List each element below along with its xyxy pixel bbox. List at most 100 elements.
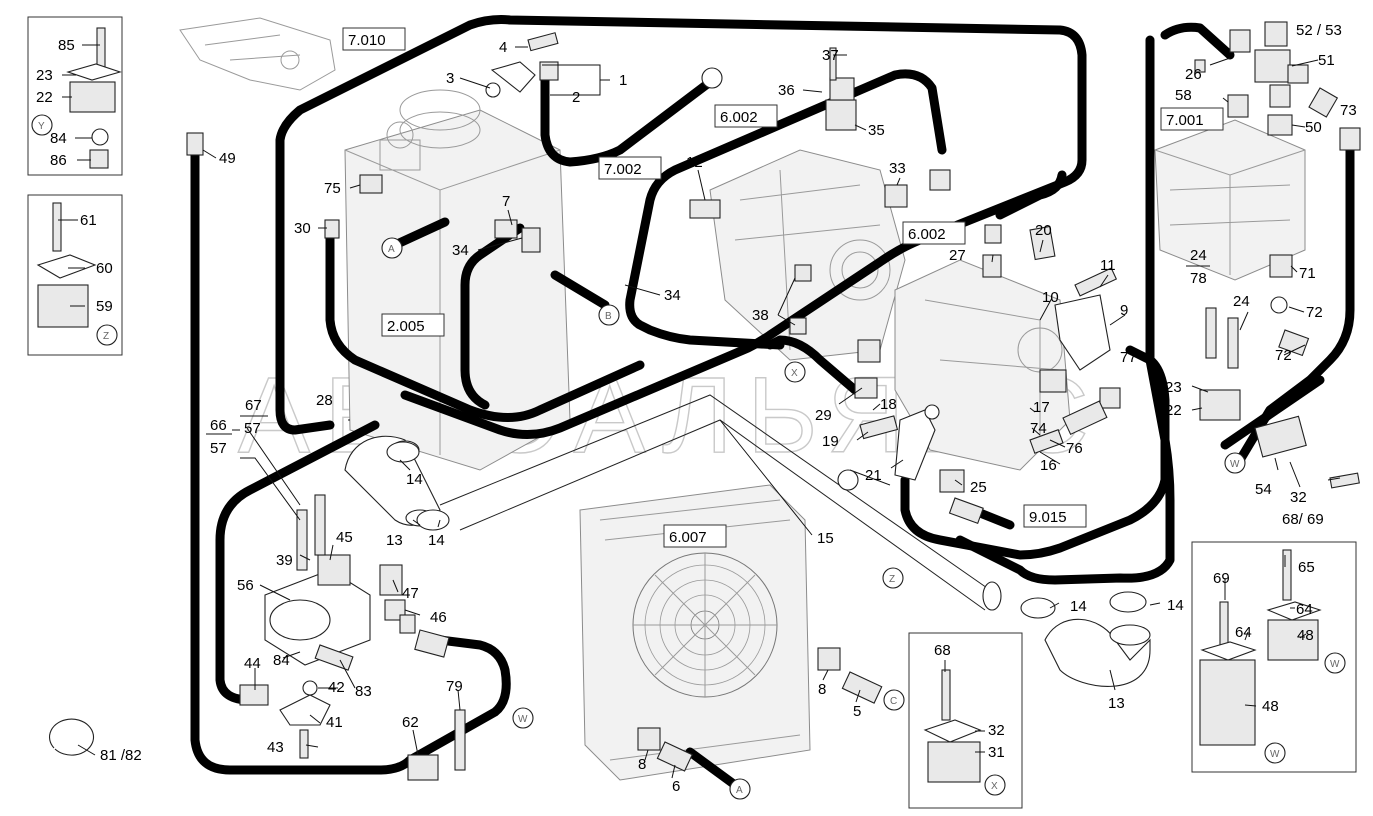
callout: 22 (36, 89, 53, 106)
callout: 62 (402, 714, 419, 731)
callout: 3 (446, 70, 454, 87)
callout: 57 (244, 420, 261, 437)
callout: 73 (1340, 102, 1357, 119)
callout: 13 (1108, 695, 1125, 712)
callout: 11 (1100, 257, 1116, 274)
valve-block-7001 (1154, 119, 1306, 281)
callout: 54 (1255, 481, 1272, 498)
callout: 27 (949, 247, 966, 264)
callout: 46 (430, 609, 447, 626)
callout: 69 (1213, 570, 1230, 587)
callout: 74 (1030, 420, 1047, 437)
callout: 8 (818, 681, 826, 698)
callout: 61 (80, 212, 97, 229)
callout: 4 (499, 39, 507, 56)
callout: 75 (324, 180, 341, 197)
callout: 60 (96, 260, 113, 277)
ref-7010: 7.010 (348, 32, 386, 49)
callout: 48 (1297, 627, 1314, 644)
svg-text:A: A (736, 785, 743, 796)
cooler-fittings (637, 647, 883, 772)
callout: 32 (1290, 489, 1307, 506)
callout: 86 (50, 152, 67, 169)
callout: 84 (50, 130, 67, 147)
callout: 85 (58, 37, 75, 54)
hose-lines (190, 15, 1355, 790)
callout: 33 (889, 160, 906, 177)
callout: 64 (1235, 624, 1252, 641)
svg-text:Y: Y (38, 121, 45, 132)
callout: 58 (1175, 87, 1192, 104)
callout: 28 (316, 392, 333, 409)
callout: 22 (1165, 402, 1182, 419)
svg-text:Z: Z (889, 574, 895, 585)
callout: 64 (1296, 601, 1313, 618)
reference-boxes: 7.010 7.002 6.002 6.002 2.005 7.001 6.00… (342, 27, 1224, 548)
control-valve-top-left (179, 17, 336, 91)
callout: 67 (245, 397, 262, 414)
callout: 79 (446, 678, 463, 695)
svg-text:X: X (991, 781, 998, 792)
callout: 39 (276, 552, 293, 569)
callout: 14 (428, 532, 445, 549)
callout: 18 (880, 396, 897, 413)
ref-6002-b: 6.002 (908, 226, 946, 243)
callout: 51 (1318, 52, 1335, 69)
svg-text:X: X (791, 368, 798, 379)
callout: 38 (752, 307, 769, 324)
callout: 15 (817, 530, 834, 547)
callout: 44 (244, 655, 261, 672)
callout: 7 (502, 193, 510, 210)
callout: 72 (1275, 347, 1292, 364)
callout: 30 (294, 220, 311, 237)
ref-2005: 2.005 (387, 318, 425, 335)
callout: 8 (638, 756, 646, 773)
leader-lines (58, 44, 1341, 779)
callout: 29 (815, 407, 832, 424)
ref-9015: 9.015 (1029, 509, 1067, 526)
callout: 78 (1190, 270, 1207, 287)
callout: 37 (822, 47, 839, 64)
callout: 42 (328, 679, 345, 696)
callout: 23 (1165, 379, 1182, 396)
callout: 45 (336, 529, 353, 546)
callout: 12 (686, 154, 703, 171)
callout: 31 (988, 744, 1005, 761)
callout: 26 (1185, 66, 1202, 83)
callout: 19 (822, 433, 839, 450)
callout: 2 (572, 89, 580, 106)
pump-6002-left (709, 149, 906, 361)
svg-text:W: W (518, 714, 528, 725)
callout: 66 (210, 417, 227, 434)
callout: 49 (219, 150, 236, 167)
svg-text:A: A (388, 244, 395, 255)
callout: 56 (237, 577, 254, 594)
callout: 6 (672, 778, 680, 795)
ref-7002: 7.002 (604, 161, 642, 178)
callout: 32 (988, 722, 1005, 739)
clamps-14 (386, 441, 1147, 619)
svg-text:Z: Z (103, 331, 109, 342)
svg-text:W: W (1330, 659, 1340, 670)
callout: 65 (1298, 559, 1315, 576)
callout: 20 (1035, 222, 1052, 239)
fraction-bars (206, 265, 1210, 435)
callout: 41 (326, 714, 343, 731)
callout: 72 (1306, 304, 1323, 321)
callout: 10 (1042, 289, 1059, 306)
callout: 35 (868, 122, 885, 139)
callout: 47 (402, 585, 419, 602)
callout: 83 (355, 683, 372, 700)
svg-text:C: C (890, 696, 897, 707)
callout: 17 (1033, 399, 1050, 416)
callout: 23 (36, 67, 53, 84)
svg-text:B: B (605, 311, 612, 322)
callout: 24 (1190, 247, 1207, 264)
svg-text:W: W (1230, 459, 1240, 470)
callout: 57 (210, 440, 227, 457)
filter-block-left (49, 494, 466, 781)
cooler-6007 (579, 484, 811, 781)
callout: 59 (96, 298, 113, 315)
